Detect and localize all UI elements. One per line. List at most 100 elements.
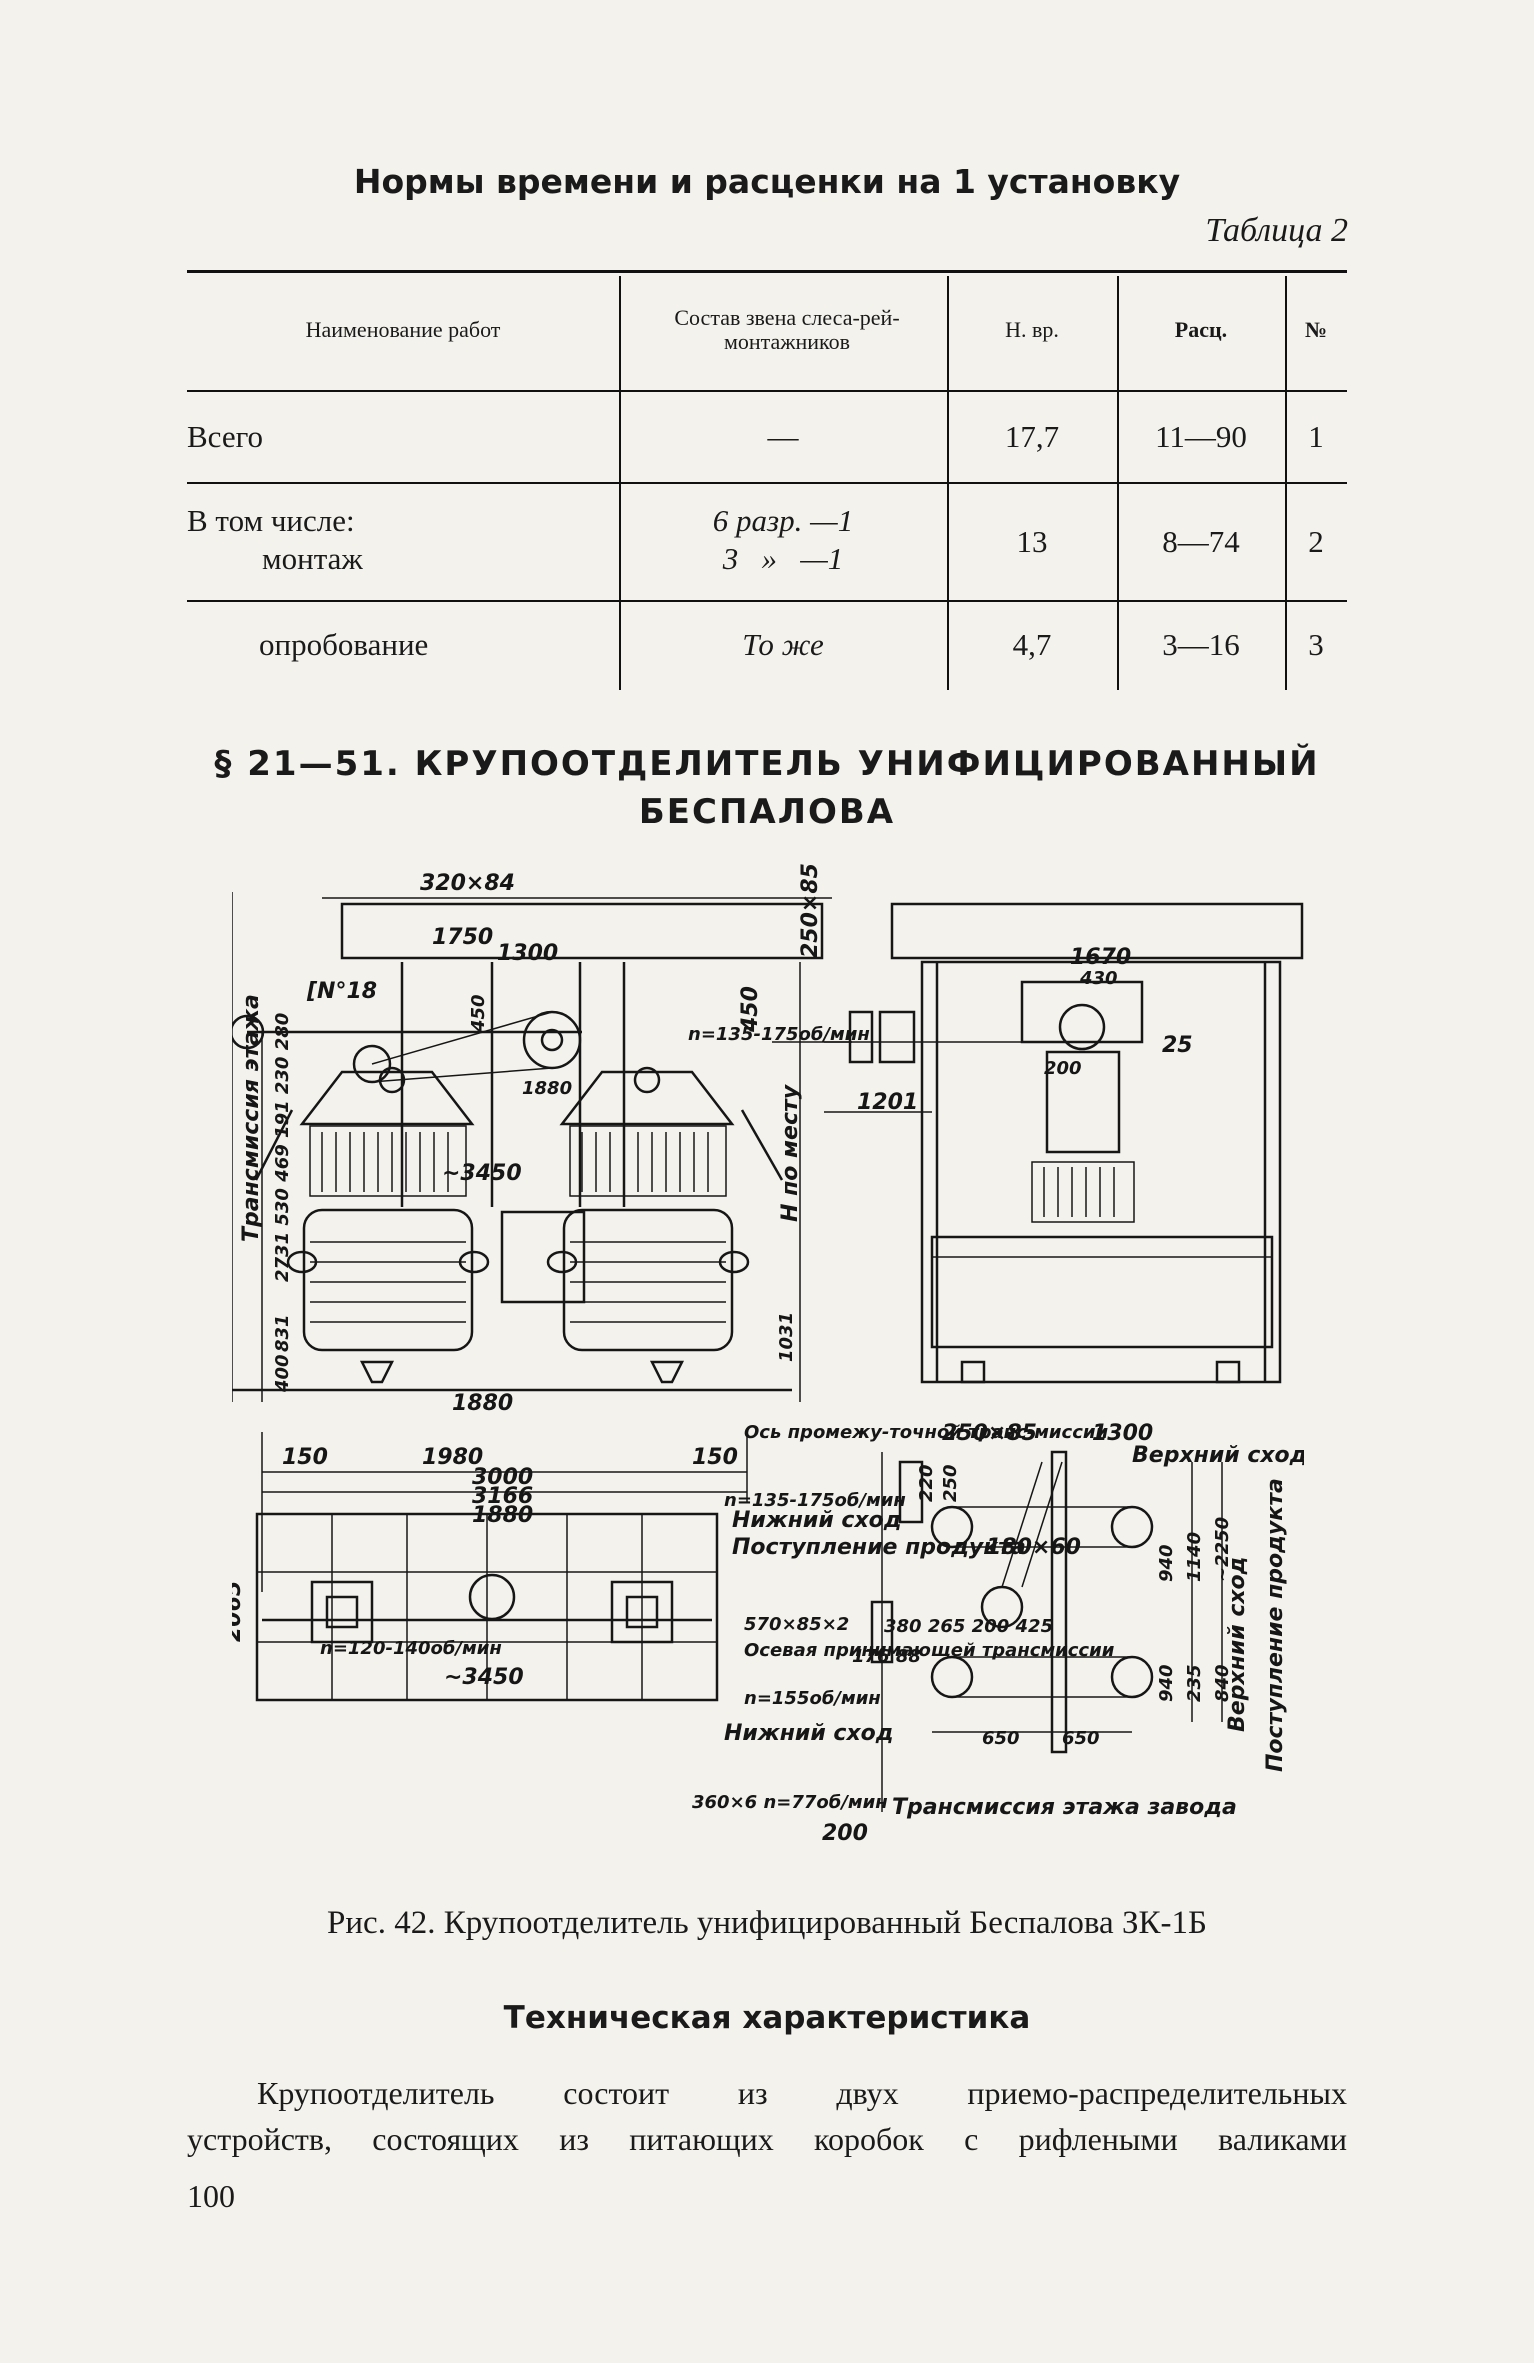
dim-label: 1201: [857, 1090, 918, 1115]
dim-label: 1031: [776, 1312, 797, 1362]
coupling: [878, 1010, 916, 1064]
table-cell-crew: —: [767, 419, 799, 454]
dim-label: 176 88: [852, 1646, 921, 1667]
pulley: [1110, 1655, 1154, 1699]
dim-label: n=135-175об/мин: [688, 1024, 870, 1045]
section-title-line1: § 21—51. КРУПООТДЕЛИТЕЛЬ УНИФИЦИРОВАННЫЙ: [214, 744, 1320, 784]
plan-view: [255, 1432, 748, 1702]
dim-label: 150: [282, 1445, 328, 1470]
drive-housing: [1020, 980, 1144, 1044]
flange: [718, 1250, 750, 1274]
sieve-right: [569, 1125, 727, 1197]
dim-label: 1980: [422, 1445, 483, 1470]
inlet-box-left-inner: [325, 1595, 359, 1629]
table-cell-crew: 6 разр. —1 3 » —1: [619, 502, 947, 578]
pulley: [1110, 1505, 1154, 1549]
dim-label: H по месту: [778, 1083, 803, 1222]
dim-label: Ось промежу-точной транс-миссии: [744, 1422, 1109, 1443]
table-cell-price: 3—16: [1162, 627, 1240, 662]
table-col-divider: [947, 276, 949, 690]
row2-crew-line2: 3 » —1: [722, 541, 844, 576]
dim-label: Нижний сход: [732, 1508, 902, 1533]
dim-label: 320×84: [420, 871, 515, 896]
sieve-left: [309, 1125, 467, 1197]
dim-label: 2731 530 469 191 230 280: [272, 1013, 293, 1282]
dim-label: 940: [1156, 1544, 1177, 1582]
flange: [458, 1250, 490, 1274]
dim-label: Трансмиссия этажа завода: [892, 1795, 1237, 1820]
table-title: Нормы времени и расценки на 1 установку: [353, 162, 1181, 201]
sieve: [1031, 1161, 1135, 1223]
table-rule-top: [187, 270, 1347, 273]
dim-label: 940: [1156, 1664, 1177, 1702]
belt: [1001, 1461, 1043, 1588]
dim-label: 840: [1212, 1664, 1233, 1702]
dim-label: 250: [940, 1464, 961, 1502]
table-rule-header: [187, 390, 1347, 392]
table-col-divider: [1117, 276, 1119, 690]
coupling: [848, 1010, 874, 1064]
cylinder-left: [302, 1208, 474, 1352]
side-frame: [920, 960, 1282, 1384]
body-line: устройств, состоящих из питающих коробок…: [187, 2121, 1347, 2157]
table-cell-num: 3: [1308, 627, 1324, 662]
body-paragraph: Крупоотделитель состоит из двух приемо-р…: [187, 2070, 1347, 2162]
dim-label: 450: [468, 994, 489, 1033]
hopper-right: [559, 1070, 735, 1126]
main-pulley-hub: [540, 1028, 564, 1052]
dim-label: 2065: [232, 1581, 246, 1642]
table-cell-time: 17,7: [1004, 419, 1060, 454]
dim-label: ~3450: [444, 1665, 524, 1690]
page-number: 100: [187, 2178, 235, 2214]
table-number: Таблица 2: [1205, 212, 1348, 249]
norms-table: Наименование работ Состав звена слеса-ре…: [187, 270, 1347, 690]
dim-label: 180×60: [986, 1535, 1081, 1560]
table-rule-row1: [187, 482, 1347, 484]
header-cell: Наименование работ: [305, 316, 501, 342]
dim-label: 650: [982, 1728, 1020, 1749]
dim-label: 250×85: [942, 1421, 1037, 1446]
dim-label: Трансмиссия этажа: [239, 994, 264, 1242]
header-cell: №: [1304, 316, 1328, 342]
sieve-hatching: [321, 1132, 709, 1192]
belt: [1021, 1461, 1063, 1588]
main-pulley: [522, 1010, 582, 1070]
header-cell: Расц.: [1174, 316, 1228, 342]
table-cell-time: 4,7: [1012, 627, 1052, 662]
hopper-left: [299, 1070, 475, 1126]
dim-label: 1880: [472, 1503, 533, 1528]
dim-label: 220: [916, 1464, 937, 1502]
flange: [546, 1250, 578, 1274]
dim-label: 650: [1062, 1728, 1100, 1749]
dim-label: 3000: [472, 1465, 533, 1490]
dim-label: 235: [1184, 1664, 1205, 1702]
table-cell-crew: То же: [742, 627, 824, 662]
inlet-box-right-inner: [625, 1595, 659, 1629]
foot: [1215, 1360, 1241, 1384]
roller: [633, 1066, 661, 1094]
table-cell-num: 1: [1308, 419, 1324, 454]
dim-label: 1750: [432, 925, 493, 950]
table-cell-price: 11—90: [1155, 419, 1247, 454]
pulley: [930, 1655, 974, 1699]
technical-drawing: 320×84 250×85 1750 1300 [N°18 450 450 n=…: [232, 863, 1304, 1846]
dim-label: 250×85: [798, 863, 823, 958]
dim-label: Поступление продукта: [1263, 1478, 1288, 1772]
table-col-divider: [1285, 276, 1287, 690]
dim-label: [N°18: [306, 979, 377, 1004]
dim-label: 400: [272, 1354, 293, 1393]
flange: [286, 1250, 318, 1274]
inlet-box-right: [610, 1580, 674, 1644]
dim-label: 360×6 n=77об/мин: [692, 1792, 888, 1813]
dim-label: ~2250: [1212, 1517, 1233, 1582]
row2-name-line1: В том числе:: [187, 503, 355, 538]
dim-label: 25: [1162, 1033, 1193, 1058]
cylinder-right: [562, 1208, 734, 1352]
table-col-divider: [619, 276, 621, 690]
foot: [960, 1360, 986, 1384]
gear-box: [500, 1210, 586, 1304]
table-cell-price: 8—74: [1162, 524, 1240, 559]
gear-box: [1045, 1050, 1121, 1154]
coupling: [898, 1460, 924, 1524]
side-elevation: [824, 902, 1304, 1384]
